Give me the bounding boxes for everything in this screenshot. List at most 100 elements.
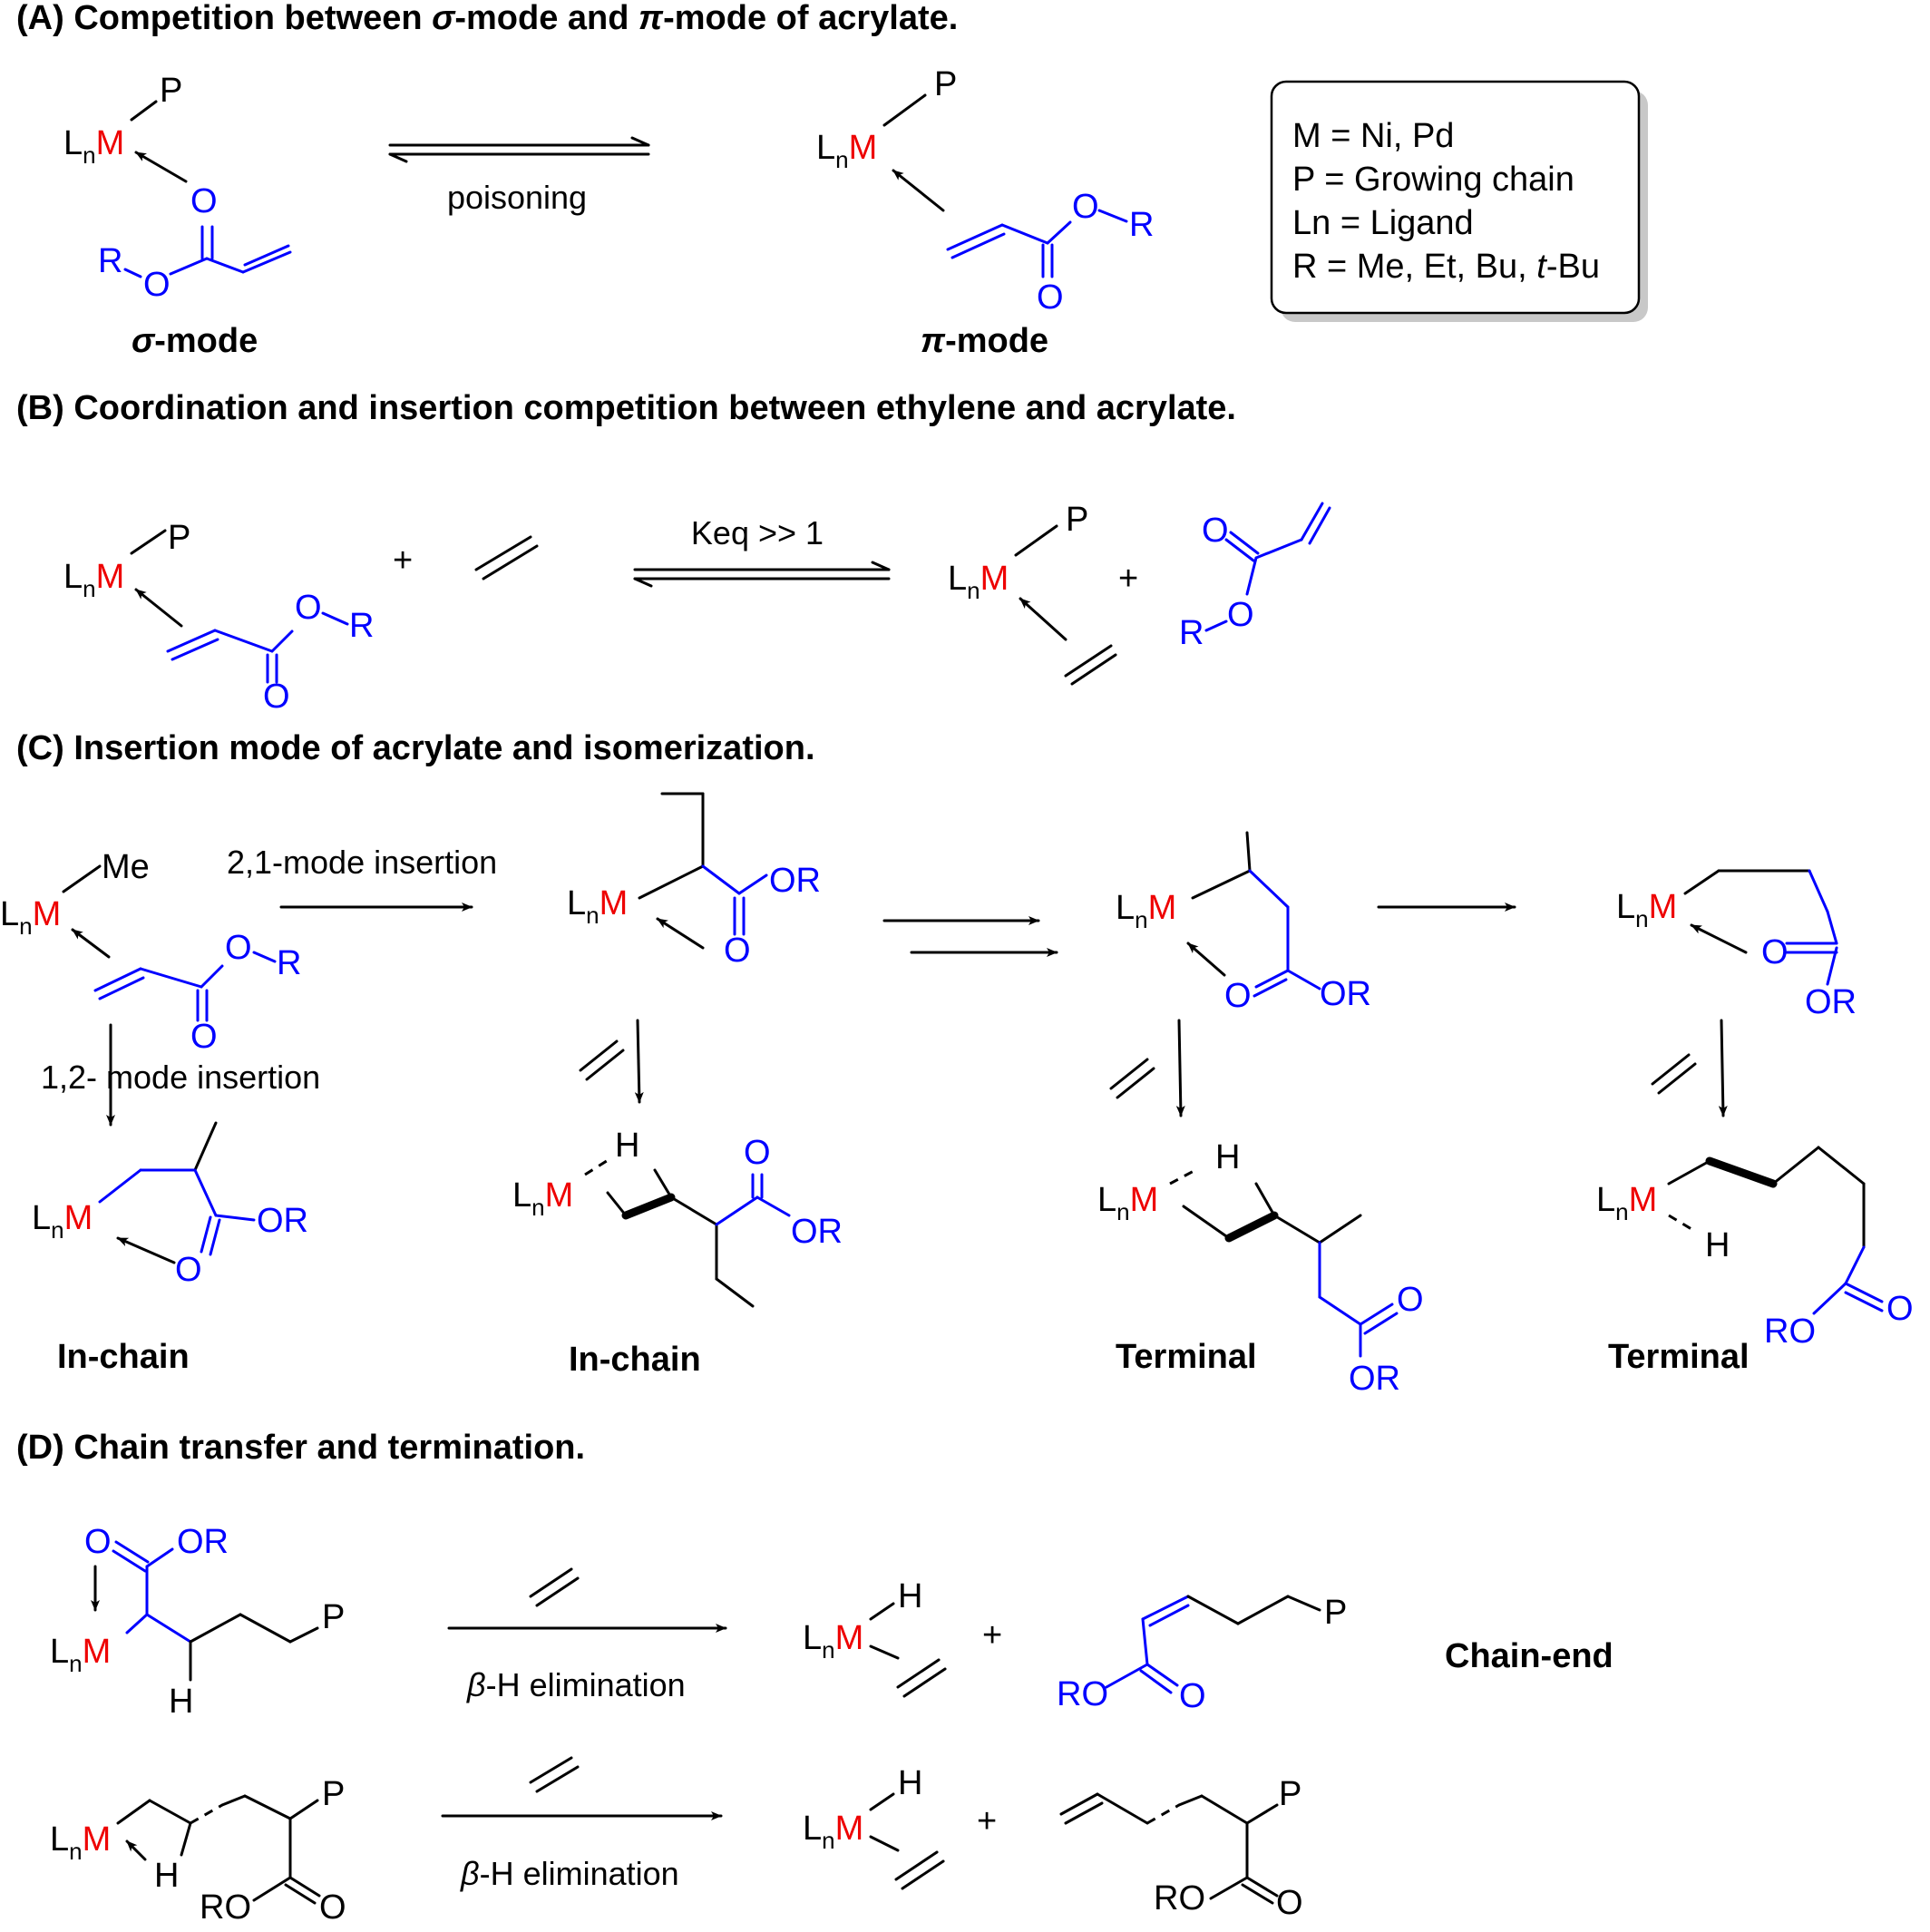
svg-text:LnM: LnM bbox=[1116, 889, 1176, 933]
svg-text:O: O bbox=[1037, 278, 1064, 317]
svg-text:OR: OR bbox=[769, 862, 821, 900]
label-inchain-2: In-chain bbox=[569, 1341, 701, 1379]
dash-reactant-2: LnM P RO O H bbox=[50, 1775, 346, 1927]
svg-text:O: O bbox=[263, 678, 290, 716]
label-inchain-1: In-chain bbox=[57, 1338, 190, 1376]
free-acrylate-b: O O R bbox=[1179, 502, 1331, 652]
chain-end-product: RO O P bbox=[1057, 1594, 1347, 1715]
inchain-product-21: LnM H O OR bbox=[512, 1127, 843, 1308]
svg-text:P: P bbox=[1324, 1594, 1347, 1632]
svg-text:H: H bbox=[1705, 1226, 1730, 1264]
svg-text:P: P bbox=[1279, 1775, 1301, 1813]
svg-text:H: H bbox=[898, 1764, 922, 1802]
svg-text:LnM: LnM bbox=[512, 1176, 573, 1221]
svg-text:P: P bbox=[322, 1598, 345, 1636]
isomerized-product-2: LnM O OR bbox=[1616, 869, 1857, 1021]
svg-text:O: O bbox=[1276, 1884, 1303, 1922]
svg-text:O: O bbox=[744, 1134, 771, 1172]
svg-text:OR: OR bbox=[1320, 975, 1371, 1013]
inchain-product-12: LnM O OR bbox=[32, 1121, 308, 1289]
keq-label: Keq >> 1 bbox=[691, 514, 824, 551]
metal-hydride-ethylene-1: LnM H bbox=[803, 1577, 947, 1698]
legend-ligand: Ln = Ligand bbox=[1292, 204, 1474, 242]
vinyl-terminated-product: P RO O bbox=[1059, 1775, 1303, 1922]
beta-h-label-1: β-H elimination bbox=[466, 1666, 686, 1703]
ethylene-complex-b: LnM P bbox=[948, 501, 1117, 686]
section-c-header: (C) Insertion mode of acrylate and isome… bbox=[16, 729, 815, 767]
svg-text:OR: OR bbox=[1349, 1360, 1400, 1398]
ethylene-b bbox=[474, 535, 539, 581]
section-b-header: (B) Coordination and insertion competiti… bbox=[16, 389, 1236, 427]
svg-text:P: P bbox=[934, 65, 957, 103]
section-d-header: (D) Chain transfer and termination. bbox=[16, 1429, 585, 1467]
svg-text:OR: OR bbox=[177, 1523, 229, 1561]
svg-text:H: H bbox=[1215, 1138, 1240, 1176]
isomerized-product-1: LnM O OR bbox=[1116, 831, 1371, 1015]
legend-metal: M = Ni, Pd bbox=[1292, 117, 1454, 155]
svg-text:O: O bbox=[225, 929, 252, 967]
svg-text:LnM: LnM bbox=[1596, 1181, 1657, 1225]
svg-text:RO: RO bbox=[1057, 1675, 1108, 1713]
isomerization-arrows-1 bbox=[882, 916, 1058, 957]
svg-text:O: O bbox=[295, 589, 322, 627]
label-terminal-2: Terminal bbox=[1608, 1338, 1750, 1376]
beta-h-arrow-1 bbox=[447, 1567, 727, 1633]
insertion-12-label: 1,2- mode insertion bbox=[41, 1059, 320, 1096]
svg-text:O: O bbox=[1202, 512, 1229, 550]
svg-text:H: H bbox=[154, 1857, 179, 1895]
svg-text:O: O bbox=[1886, 1290, 1914, 1328]
svg-text:R: R bbox=[98, 242, 122, 280]
label-chain-end: Chain-end bbox=[1445, 1637, 1613, 1675]
svg-text:OR: OR bbox=[791, 1213, 843, 1251]
svg-text:OR: OR bbox=[257, 1202, 308, 1240]
svg-text:O: O bbox=[175, 1251, 202, 1289]
legend-box: M = Ni, Pd P = Growing chain Ln = Ligand… bbox=[1270, 80, 1648, 322]
svg-text:O: O bbox=[1179, 1677, 1206, 1715]
methyl-acrylate-complex-c: Me LnM O O R bbox=[0, 848, 301, 1056]
insertion-21-label: 2,1-mode insertion bbox=[227, 844, 497, 881]
svg-text:LnM: LnM bbox=[567, 884, 628, 929]
beta-h-label-2: β-H elimination bbox=[460, 1855, 679, 1892]
svg-text:LnM: LnM bbox=[63, 558, 124, 602]
svg-text:LnM: LnM bbox=[1616, 888, 1677, 932]
svg-text:H: H bbox=[169, 1683, 193, 1721]
svg-text:R: R bbox=[349, 607, 374, 645]
svg-text:O: O bbox=[143, 266, 171, 304]
svg-text:P: P bbox=[168, 519, 190, 557]
pi-mode-complex: LnM P O O R bbox=[816, 65, 1154, 317]
pi-mode-label: π-mode bbox=[921, 322, 1048, 360]
plus-d2: + bbox=[977, 1802, 997, 1840]
svg-text:H: H bbox=[898, 1577, 922, 1615]
svg-text:RO: RO bbox=[200, 1888, 251, 1927]
sigma-mode-label: σ-mode bbox=[132, 322, 258, 360]
legend-chain: P = Growing chain bbox=[1292, 161, 1574, 199]
svg-text:OR: OR bbox=[1805, 983, 1857, 1021]
svg-text:O: O bbox=[319, 1888, 346, 1927]
svg-text:RO: RO bbox=[1764, 1312, 1816, 1351]
svg-text:LnM: LnM bbox=[803, 1810, 863, 1854]
svg-text:O: O bbox=[190, 1018, 218, 1056]
plus-d1: + bbox=[982, 1616, 1002, 1654]
svg-text:LnM: LnM bbox=[1097, 1181, 1158, 1225]
svg-text:LnM: LnM bbox=[50, 1820, 111, 1865]
svg-text:LnM: LnM bbox=[0, 895, 61, 940]
insertion-21-product: LnM O OR bbox=[567, 792, 821, 970]
svg-text:O: O bbox=[84, 1523, 112, 1561]
svg-text:O: O bbox=[1227, 596, 1254, 634]
svg-text:RO: RO bbox=[1154, 1879, 1205, 1917]
svg-text:O: O bbox=[190, 182, 218, 220]
svg-text:LnM: LnM bbox=[50, 1633, 111, 1677]
svg-text:LnM: LnM bbox=[63, 124, 124, 169]
plus-b2: + bbox=[1118, 560, 1138, 598]
svg-text:H: H bbox=[615, 1127, 639, 1165]
equilibrium-arrows-a bbox=[388, 136, 650, 163]
label-terminal-1: Terminal bbox=[1116, 1338, 1257, 1376]
svg-text:O: O bbox=[1224, 977, 1252, 1015]
svg-text:O: O bbox=[1761, 933, 1789, 971]
svg-text:P: P bbox=[1066, 501, 1088, 539]
terminal-product-1: LnM H O OR bbox=[1097, 1138, 1424, 1398]
svg-text:R: R bbox=[277, 944, 301, 982]
svg-text:O: O bbox=[1397, 1281, 1424, 1319]
beta-h-arrow-2 bbox=[441, 1756, 723, 1820]
